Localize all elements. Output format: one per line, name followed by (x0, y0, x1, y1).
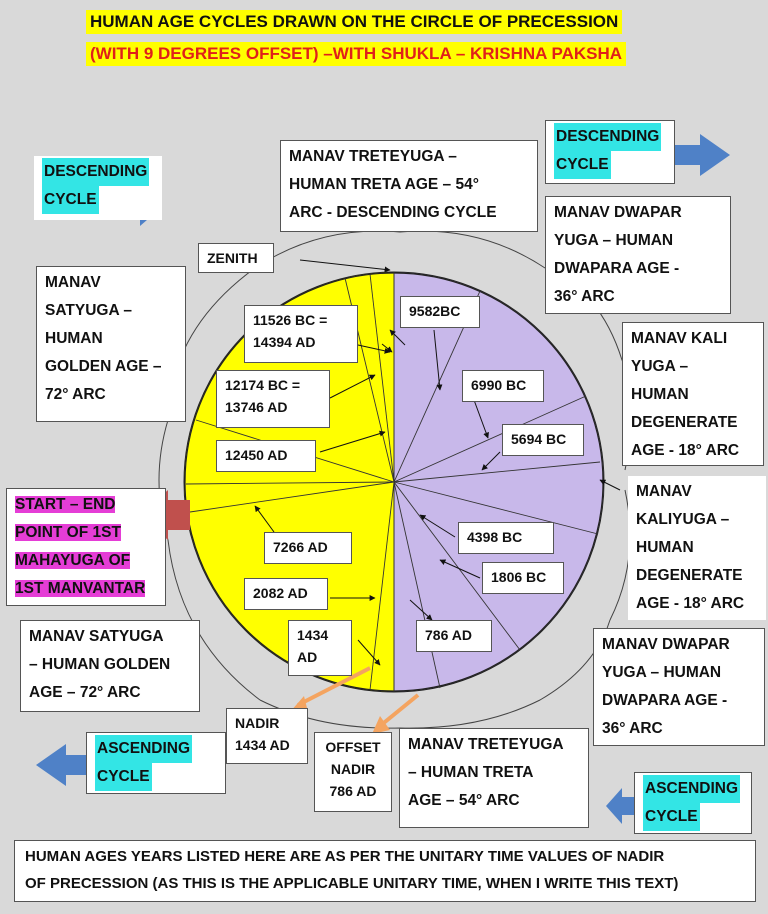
date-9582-bc: 9582BC (400, 296, 480, 328)
descending-cycle-left: DESCENDING CYCLE (34, 156, 162, 220)
title-line-2: (WITH 9 DEGREES OFFSET) –WITH SHUKLA – K… (86, 42, 627, 66)
dwapar-age-top: MANAV DWAPAR YUGA – HUMAN DWAPARA AGE - … (545, 196, 731, 314)
date-7266-ad: 7266 AD (264, 532, 352, 564)
ascending-cycle-left: ASCENDING CYCLE (86, 732, 226, 794)
date-5694-bc: 5694 BC (502, 424, 584, 456)
dwapar-age-bottom: MANAV DWAPAR YUGA – HUMAN DWAPARA AGE - … (593, 628, 765, 746)
date-12450-ad: 12450 AD (216, 440, 316, 472)
date-1434-ad: 1434 AD (288, 620, 352, 676)
date-2082-ad: 2082 AD (244, 578, 328, 610)
nadir-arrows (297, 666, 420, 728)
kali-age-upper: MANAV KALI YUGA – HUMAN DEGENERATE AGE -… (622, 322, 764, 466)
date-4398-bc: 4398 BC (458, 522, 554, 554)
offset-nadir-label: OFFSET NADIR 786 AD (314, 732, 392, 812)
zenith-label: ZENITH (198, 243, 274, 273)
date-1806-bc: 1806 BC (482, 562, 564, 594)
date-6990-bc: 6990 BC (462, 370, 544, 402)
leader-arrows (254, 259, 621, 666)
treta-age-bottom: MANAV TRETEYUGA – HUMAN TRETA AGE – 54° … (399, 728, 589, 828)
radial-lines (185, 272, 601, 692)
descending-cycle-right: DESCENDING CYCLE (545, 120, 675, 184)
title-line-1: HUMAN AGE CYCLES DRAWN ON THE CIRCLE OF … (86, 10, 623, 34)
ascending-cycle-right: ASCENDING CYCLE (634, 772, 752, 834)
date-11526-bc: 11526 BC = 14394 AD (244, 305, 358, 363)
treta-age-top: MANAV TRETEYUGA – HUMAN TRETA AGE – 54° … (280, 140, 538, 232)
kali-age-lower: MANAV KALIYUGA – HUMAN DEGENERATE AGE - … (628, 476, 766, 620)
start-end-point: START – END POINT OF 1ST MAHAYUGA OF 1ST… (6, 488, 166, 606)
date-12174-bc: 12174 BC = 13746 AD (216, 370, 330, 428)
satyuga-age-bottom: MANAV SATYUGA – HUMAN GOLDEN AGE – 72° A… (20, 620, 200, 712)
satyuga-age-top: MANAV SATYUGA – HUMAN GOLDEN AGE – 72° A… (36, 266, 186, 422)
date-786-ad: 786 AD (416, 620, 492, 652)
footer-note: HUMAN AGES YEARS LISTED HERE ARE AS PER … (14, 840, 756, 902)
nadir-label: NADIR 1434 AD (226, 708, 308, 764)
